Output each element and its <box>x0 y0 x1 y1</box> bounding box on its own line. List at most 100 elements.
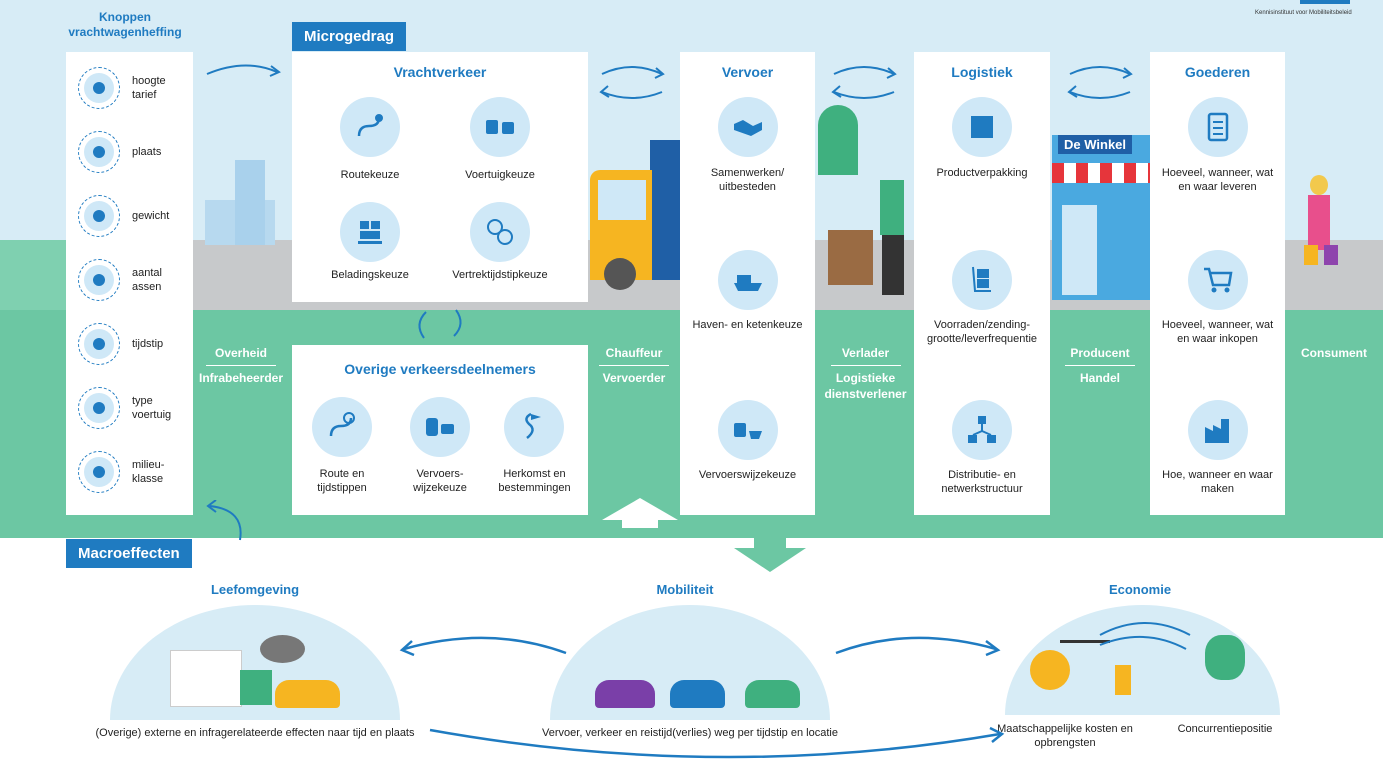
truck-illustration <box>590 140 680 290</box>
consumer-illustration <box>1300 175 1340 300</box>
swap-arrows-3-icon <box>1067 66 1133 99</box>
vervoer-panel: Vervoer Samenwerken/ uitbesteden Haven- … <box>680 52 815 515</box>
label-leveren: Hoeveel, wanneer, wat en waar leveren <box>1161 167 1274 193</box>
clock-icon <box>470 202 530 262</box>
route-time-icon <box>312 397 372 457</box>
label-vervoerswijzekeuze: Vervoers-wijzekeuze <box>413 468 467 494</box>
axle-icon <box>78 259 120 301</box>
actor-consument: Consument <box>1301 346 1367 360</box>
label-inkopen: Hoeveel, wanneer, wat en waar inkopen <box>1161 319 1274 345</box>
clock-icon <box>78 323 120 365</box>
knob-label: hoogte tarief <box>132 75 166 101</box>
goederen-panel: Goederen Hoeveel, wanneer, wat en waar l… <box>1150 52 1285 515</box>
cycle-arrows-icon <box>418 309 462 339</box>
hand-truck-icon <box>952 250 1012 310</box>
leefomgeving-title: Leefomgeving <box>210 582 300 597</box>
knob-label: tijdstip <box>132 338 164 350</box>
worker-illustration <box>818 105 913 305</box>
leefomgeving-dome <box>110 605 400 720</box>
actor-producent: Producent Handel <box>1050 345 1150 386</box>
knob-label: milieu-klasse <box>132 459 165 485</box>
route-icon <box>340 97 400 157</box>
mobiliteit-caption: Vervoer, verkeer en reistijd(verlies) we… <box>542 727 838 739</box>
overige-title: Overige verkeersdeelnemers <box>344 361 536 377</box>
shop-sign: De Winkel <box>1058 135 1133 154</box>
logistiek-panel: Logistiek Productverpakking Voorraden/ze… <box>914 52 1050 515</box>
overige-panel: Overige verkeersdeelnemers Route en tijd… <box>292 345 588 515</box>
up-arrow-icon <box>602 498 678 528</box>
globe-icon <box>78 451 120 493</box>
logistiek-title: Logistiek <box>951 64 1013 80</box>
label-vertrektijdstipkeuze: Vertrektijdstipkeuze <box>452 269 548 281</box>
kim-logo <box>1300 0 1350 4</box>
economie-caption-1: Maatschappelijke kosten en opbrengsten <box>997 723 1133 749</box>
knob-label: aantal assen <box>132 267 162 293</box>
label-route-tijdstippen: Route en tijdstippen <box>317 468 367 494</box>
mobiliteit-dome <box>550 605 830 720</box>
truck-ship-icon <box>718 400 778 460</box>
actor-chauffeur-bottom: Vervoerder <box>602 371 666 385</box>
label-routekeuze: Routekeuze <box>340 169 400 181</box>
knob-row: aantal assen <box>66 248 193 312</box>
label-distributie: Distributie- en netwerkstructuur <box>941 469 1023 495</box>
label-haven: Haven- en ketenkeuze <box>692 319 803 331</box>
label-voorraden: Voorraden/zending-grootte/leverfrequenti… <box>926 319 1038 345</box>
knoppen-title: Knoppen vrachtwagenheffing <box>68 10 182 39</box>
actor-verlader-top: Verlader <box>841 346 890 360</box>
coins-icon <box>78 67 120 109</box>
label-maken: Hoe, wanneer en waar maken <box>1162 469 1273 495</box>
factory-icon <box>1188 400 1248 460</box>
down-arrow-icon <box>734 536 806 572</box>
knoppen-panel: hoogte tarief plaats gewicht aantal assen ti… <box>66 52 193 515</box>
actor-producent-top: Producent <box>1070 346 1130 360</box>
label-herkomst: Herkomst en bestemmingen <box>498 468 571 494</box>
knob-row: tijdstip <box>66 312 193 376</box>
actor-chauffeur-top: Chauffeur <box>605 346 663 360</box>
truck-icon <box>78 387 120 429</box>
knob-label: type voertuig <box>132 395 172 421</box>
knob-label: plaats <box>132 146 162 158</box>
actor-overheid: Overheid Infrabeheerder <box>190 345 292 386</box>
knob-row: type voertuig <box>66 376 193 440</box>
building-tower <box>235 160 265 245</box>
label-samenwerken: Samenwerken/ uitbesteden <box>710 167 785 193</box>
economie-caption-2: Concurrentiepositie <box>1177 723 1273 735</box>
shopping-cart-icon <box>1188 250 1248 310</box>
vrachtverkeer-title: Vrachtverkeer <box>393 64 487 80</box>
weight-icon <box>78 195 120 237</box>
vervoer-title: Vervoer <box>721 64 774 80</box>
actor-chauffeur: Chauffeur Vervoerder <box>588 345 680 386</box>
train-car-icon <box>410 397 470 457</box>
economie-title: Economie <box>1108 582 1172 597</box>
mobiliteit-title: Mobiliteit <box>656 582 714 597</box>
pallet-icon <box>340 202 400 262</box>
vrachtverkeer-panel: Vrachtverkeer Routekeuze Voertuigkeuze B… <box>292 52 588 302</box>
swap-arrows-icon <box>599 66 665 99</box>
shop-illustration <box>1052 135 1150 300</box>
actor-verlader: Verlader Logistieke dienstverlener <box>818 345 913 402</box>
economie-cycle-icon <box>1099 622 1191 650</box>
arrow-to-economie-icon <box>835 636 1001 657</box>
actor-overheid-top: Overheid <box>214 346 268 360</box>
knob-label: gewicht <box>132 210 170 222</box>
curved-arrow-icon <box>206 500 242 541</box>
leefomgeving-caption: (Overige) externe en infragerelateerde e… <box>95 727 415 739</box>
actor-overheid-bottom: Infrabeheerder <box>198 371 284 385</box>
location-pin-icon <box>78 131 120 173</box>
microgedrag-tag: Microgedrag <box>292 22 407 51</box>
knob-row: plaats <box>66 120 193 184</box>
checklist-icon <box>1188 97 1248 157</box>
knob-row: hoogte tarief <box>66 56 193 120</box>
knob-row: gewicht <box>66 184 193 248</box>
vehicles-icon <box>470 97 530 157</box>
ship-icon <box>718 250 778 310</box>
label-beladingskeuze: Beladingskeuze <box>331 269 409 281</box>
package-icon <box>952 97 1012 157</box>
actor-producent-bottom: Handel <box>1079 371 1120 385</box>
network-icon <box>952 400 1012 460</box>
handshake-icon <box>718 97 778 157</box>
org-name: Kennisinstituut voor Mobiliteitsbeleid <box>1255 10 1352 16</box>
goederen-title: Goederen <box>1184 64 1251 80</box>
macroeffecten-tag: Macroeffecten <box>66 539 192 568</box>
swap-arrows-2-icon <box>831 66 897 99</box>
